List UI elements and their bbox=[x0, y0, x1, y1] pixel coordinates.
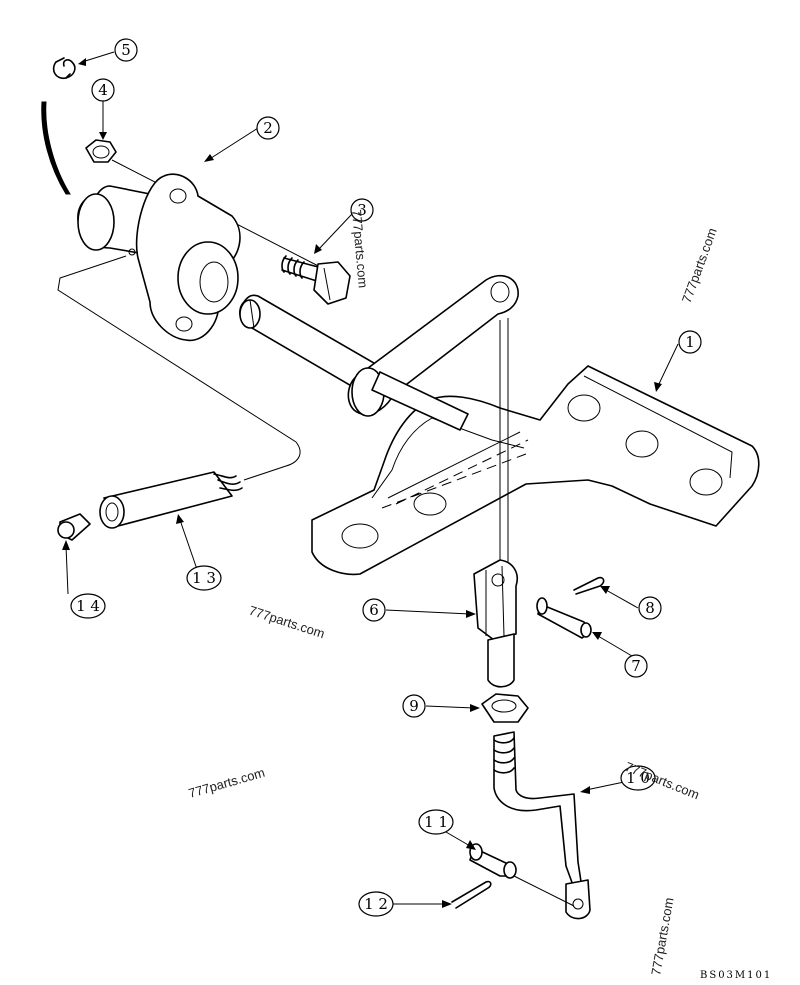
callout-9: 9 bbox=[402, 694, 426, 718]
watermark-6: 777parts.com bbox=[648, 896, 676, 976]
part-4-nut bbox=[85, 139, 117, 163]
callout-14-label: 1 4 bbox=[76, 597, 100, 615]
callout-6-label: 6 bbox=[369, 601, 379, 619]
part-11-pin bbox=[469, 843, 517, 879]
drawing-code: BS03M101 bbox=[700, 970, 772, 981]
callout-13: 1 3 bbox=[186, 565, 222, 591]
part-5-snap-ring bbox=[52, 57, 76, 80]
part-12-cotter-pin bbox=[451, 880, 492, 909]
callout-6: 6 bbox=[362, 598, 386, 622]
callout-1: 1 bbox=[678, 330, 702, 354]
part-7-clevis-pin bbox=[536, 597, 592, 639]
callout-8-label: 8 bbox=[645, 599, 655, 617]
watermark-3: 777parts.com bbox=[247, 603, 327, 642]
callout-10-label: 1 0 bbox=[626, 769, 650, 787]
part-2-flange-bushing bbox=[77, 173, 241, 342]
callout-14: 1 4 bbox=[70, 593, 106, 619]
callout-10: 1 0 bbox=[620, 765, 656, 791]
part-13-pin bbox=[99, 471, 243, 529]
watermark-2: 777parts.com bbox=[679, 226, 720, 305]
callout-7: 7 bbox=[624, 654, 648, 678]
callout-3: 3 bbox=[350, 198, 374, 222]
part-3-bolt bbox=[281, 255, 351, 305]
part-10-rod bbox=[493, 731, 591, 920]
callout-9-label: 9 bbox=[409, 697, 419, 715]
part-6-clevis bbox=[473, 559, 518, 688]
watermark-1: 777parts.com bbox=[349, 209, 371, 289]
callout-5: 5 bbox=[114, 38, 138, 62]
rotation-arrow bbox=[41, 101, 71, 195]
part-8-cotter-pin bbox=[573, 576, 605, 595]
callout-2-label: 2 bbox=[263, 119, 273, 137]
callout-1-label: 1 bbox=[685, 333, 695, 351]
callout-13-label: 1 3 bbox=[192, 569, 216, 587]
callout-12-label: 1 2 bbox=[364, 895, 388, 913]
part-1-lever-bracket bbox=[311, 274, 760, 576]
callout-3-label: 3 bbox=[357, 201, 367, 219]
assembly-line-d bbox=[57, 255, 301, 481]
callout-2: 2 bbox=[256, 116, 280, 140]
callout-12: 1 2 bbox=[358, 891, 394, 917]
main-shaft bbox=[239, 294, 387, 399]
part-14-grease-fitting bbox=[57, 513, 91, 541]
callout-4-label: 4 bbox=[98, 81, 108, 99]
assembly-line-e bbox=[513, 875, 575, 907]
callout-8: 8 bbox=[638, 596, 662, 620]
watermark-4: 777parts.com bbox=[187, 765, 267, 801]
callout-11: 1 1 bbox=[418, 809, 454, 835]
callout-11-label: 1 1 bbox=[424, 813, 448, 831]
callout-5-label: 5 bbox=[121, 41, 131, 59]
part-9-hex-nut bbox=[481, 693, 529, 723]
callout-4: 4 bbox=[91, 78, 115, 102]
callout-7-label: 7 bbox=[631, 657, 641, 675]
